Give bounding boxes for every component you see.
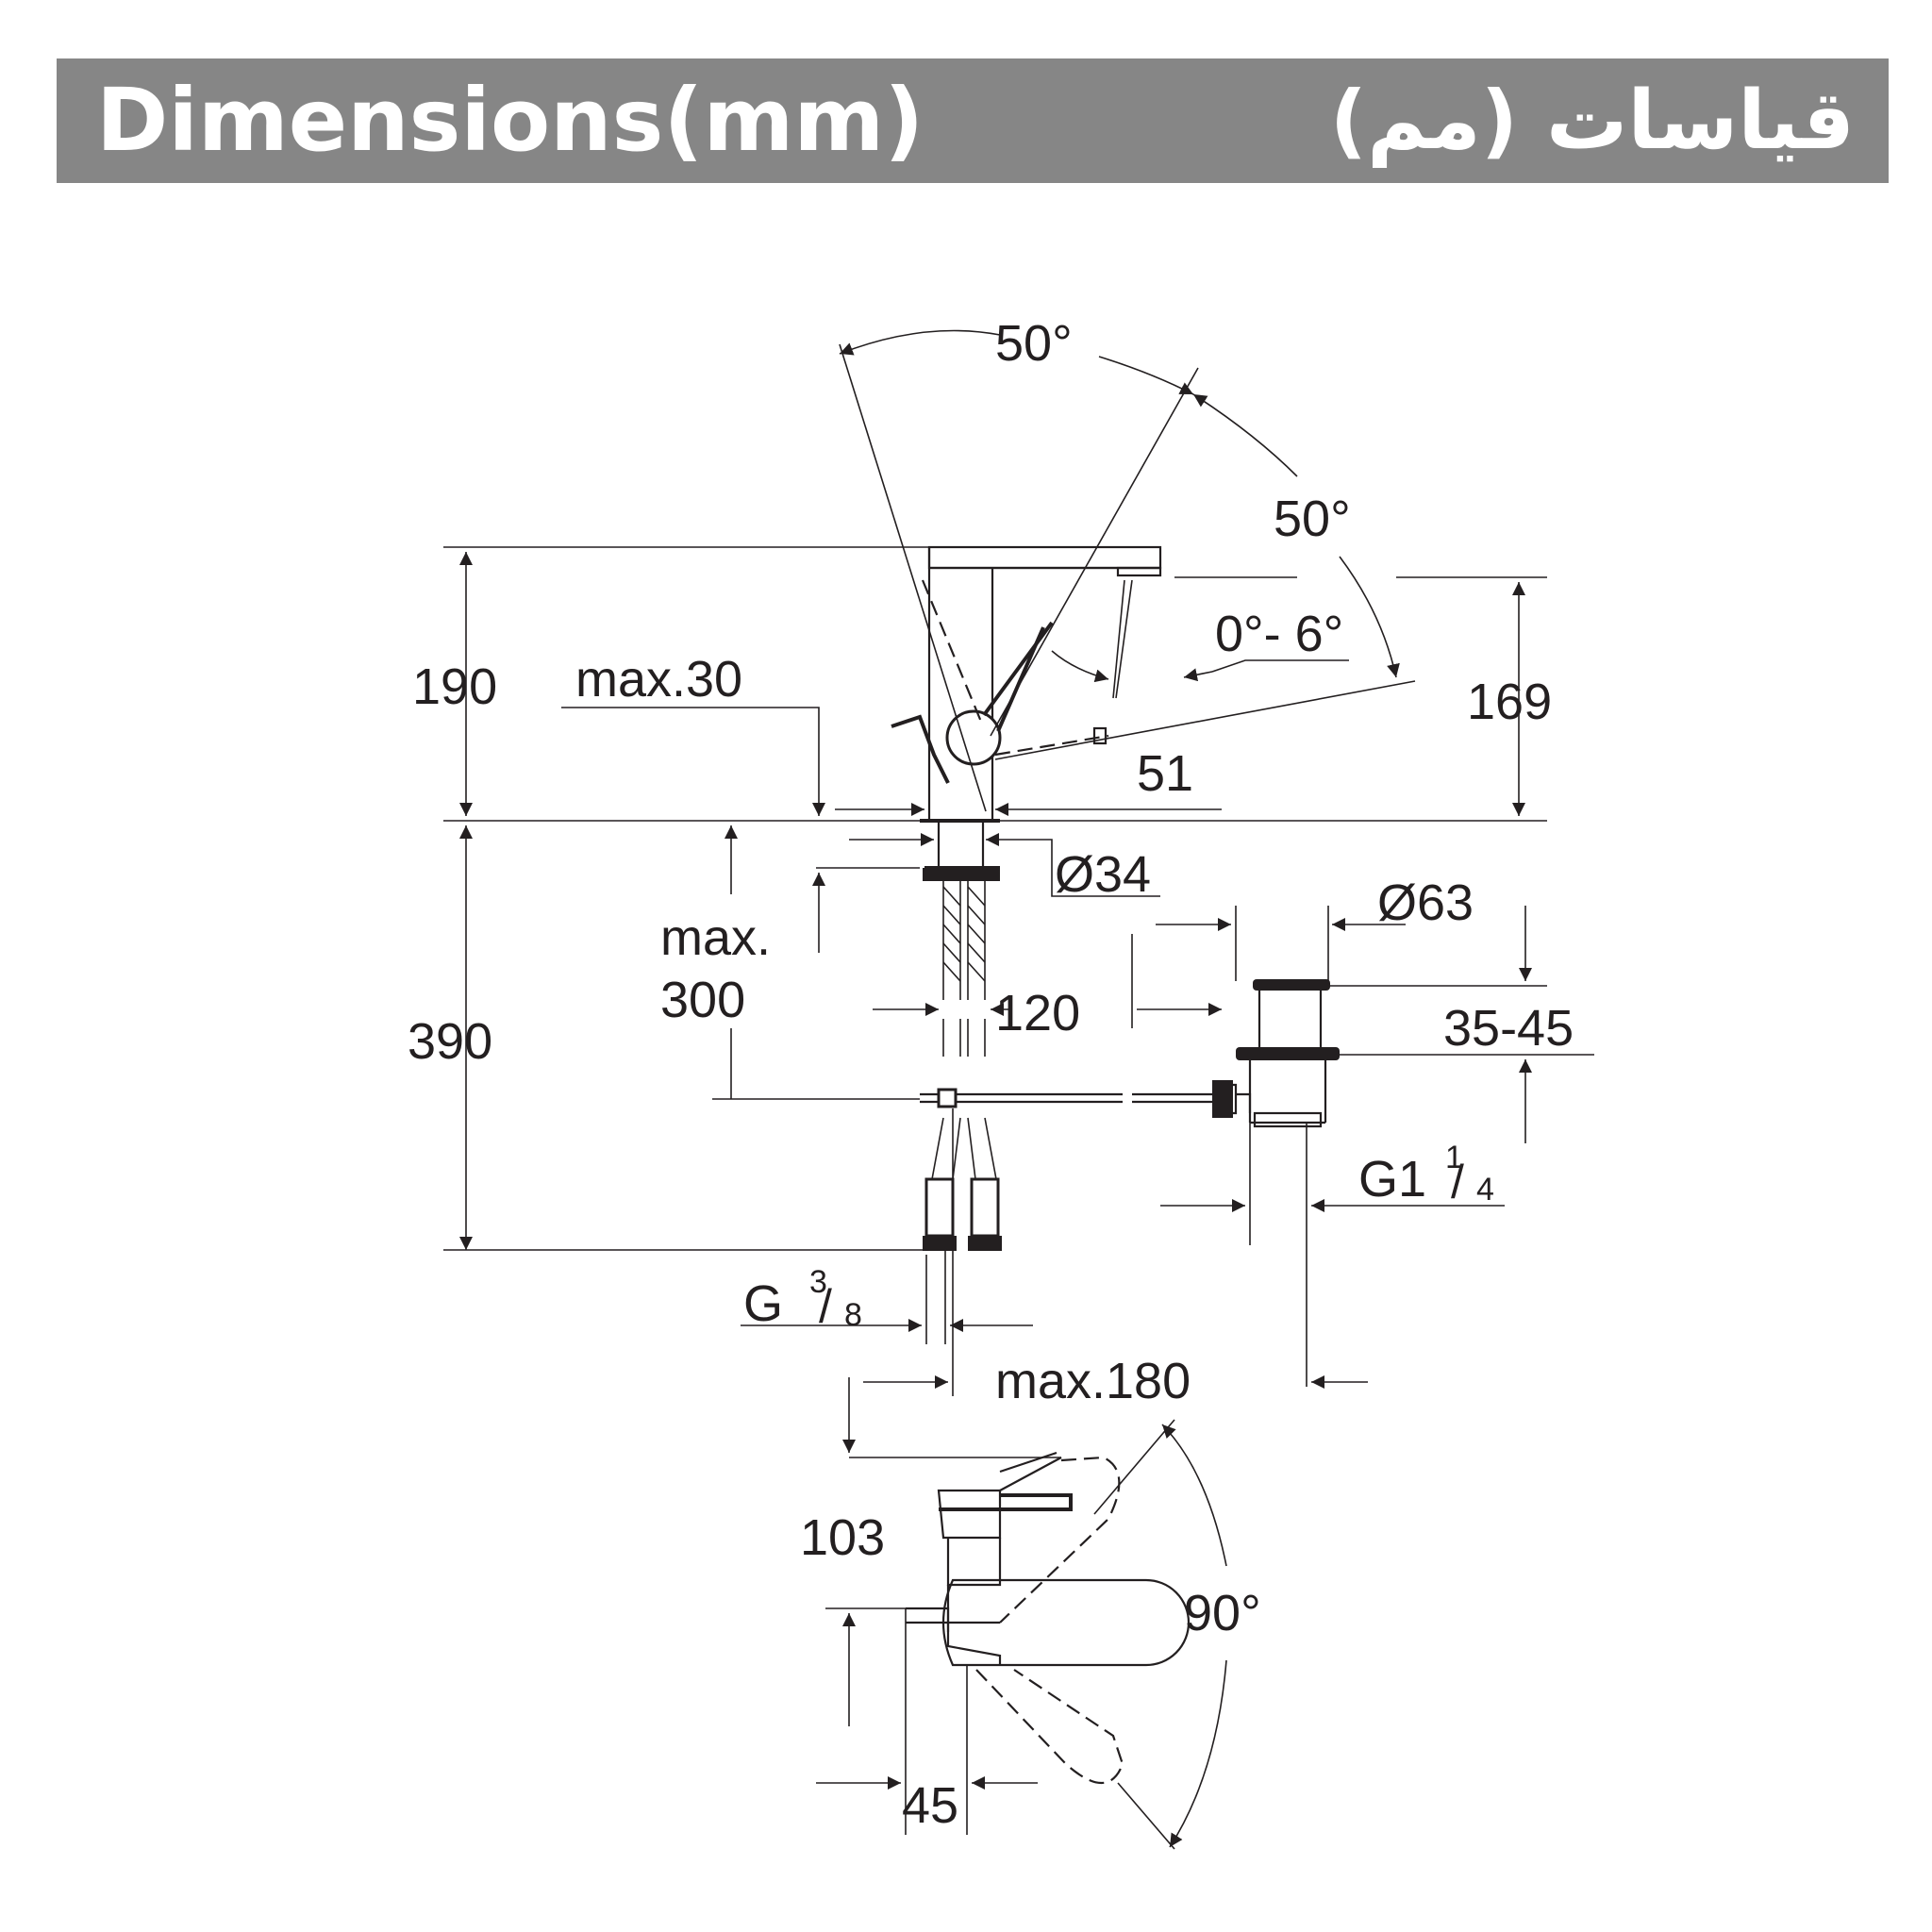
waste-knob — [1212, 1080, 1233, 1118]
label-angle-top: 50° — [995, 315, 1073, 372]
tilt-ref-line — [994, 680, 1416, 760]
label-max30: max.30 — [575, 651, 742, 708]
label-max: max. — [660, 909, 771, 966]
label-90: 90° — [1184, 1585, 1261, 1641]
lever-alt-right — [994, 734, 1109, 757]
top-view-alt-lower — [975, 1669, 1124, 1785]
hoses-upper — [942, 881, 986, 1000]
waste-body — [1248, 1060, 1327, 1124]
label-390: 390 — [408, 1013, 492, 1070]
popup-rod — [891, 714, 950, 784]
popup-rod-horizontal — [920, 1092, 1217, 1104]
label-300: 300 — [660, 972, 745, 1028]
connector-right — [970, 1177, 1000, 1238]
spout-top — [927, 545, 1162, 570]
label-dia34: Ø34 — [1055, 846, 1151, 903]
svg-text:/: / — [1451, 1156, 1464, 1208]
faucet-top-view — [816, 1377, 1227, 1850]
extension-190 — [443, 546, 1547, 822]
flow-line-1 — [1115, 579, 1133, 699]
hoses-lower — [931, 1117, 997, 1180]
dimension-labels: 50° 50° 0°- 6° 190 max.30 169 51 Ø34 Ø63… — [408, 315, 1574, 1834]
title-arabic: قياسات (مم) — [1329, 74, 1855, 168]
label-120: 120 — [995, 985, 1080, 1041]
dimension-lines-top — [443, 329, 1594, 1396]
label-51: 51 — [1137, 745, 1193, 802]
label-35-45: 35-45 — [1443, 1000, 1574, 1057]
label-g38-den: 8 — [844, 1297, 862, 1333]
svg-text:/: / — [819, 1280, 832, 1333]
waste-nut — [1236, 1047, 1340, 1060]
label-190: 190 — [412, 658, 497, 715]
waste-flange — [1253, 979, 1330, 991]
label-169: 169 — [1467, 674, 1552, 730]
label-103: 103 — [800, 1509, 885, 1566]
label-g1-num: 1 — [1445, 1140, 1463, 1175]
angle-ref-line-left — [839, 343, 987, 812]
label-g38: G — [743, 1275, 783, 1332]
faucet-column — [927, 547, 994, 821]
top-view-alt-upper — [999, 1456, 1121, 1624]
lever-alt-left — [921, 579, 983, 723]
base-washer — [923, 868, 1000, 881]
hoses-middle — [942, 1019, 986, 1057]
top-view-spout — [941, 1578, 1191, 1667]
label-45: 45 — [902, 1777, 958, 1834]
header-bar: Dimensions(mm) قياسات (مم) — [57, 58, 1889, 183]
top-view-hub — [937, 1489, 1002, 1540]
label-max180: max.180 — [995, 1353, 1191, 1409]
faucet-shank — [937, 821, 985, 870]
label-g38-num: 3 — [809, 1264, 827, 1300]
label-g1-den: 4 — [1476, 1172, 1494, 1208]
label-angle-right: 50° — [1274, 491, 1351, 547]
aerator — [1116, 566, 1162, 577]
lever-handle — [982, 621, 1054, 717]
connector-left — [924, 1177, 955, 1238]
label-dia63: Ø63 — [1377, 874, 1474, 931]
label-tilt: 0°- 6° — [1215, 606, 1343, 662]
label-g1: G1 — [1358, 1151, 1426, 1208]
angle-ref-line-right — [990, 367, 1199, 737]
lever-hub — [945, 709, 1002, 766]
title-english: Dimensions(mm) — [96, 70, 924, 171]
